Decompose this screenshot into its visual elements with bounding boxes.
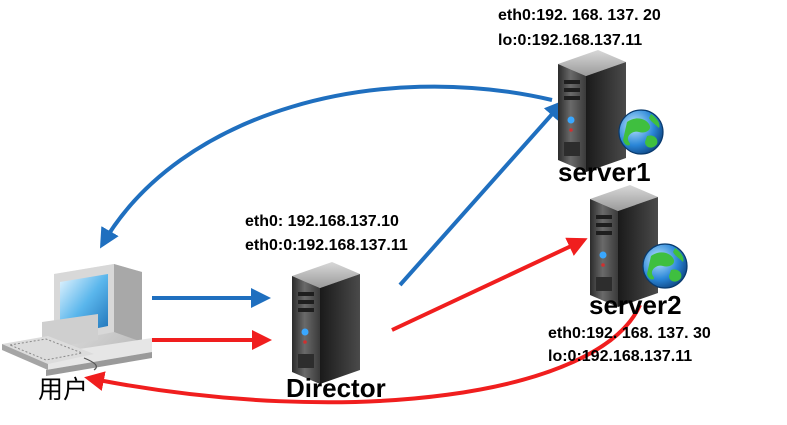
server1-lo0-address: lo:0:192.168.137.11 bbox=[498, 32, 643, 49]
server2-label: server2 bbox=[589, 290, 682, 320]
server1-icon bbox=[558, 50, 626, 172]
server2-globe-icon bbox=[642, 243, 688, 289]
director-eth0-0-address: eth0:0:192.168.137.11 bbox=[245, 237, 408, 254]
director-eth0-address: eth0: 192.168.137.10 bbox=[245, 213, 399, 230]
return-arrow-server1-to-user bbox=[99, 84, 553, 249]
server2-lo0-address: lo:0:192.168.137.11 bbox=[548, 348, 693, 365]
server1-globe-icon bbox=[618, 109, 664, 155]
director-server-icon bbox=[292, 262, 360, 384]
user-computer-icon bbox=[2, 264, 152, 376]
arrow-director-to-server1 bbox=[398, 100, 565, 287]
arrow-director-to-server2 bbox=[391, 237, 588, 332]
server2-eth0-address: eth0:192. 168. 137. 30 bbox=[548, 325, 711, 342]
user-label: 用户 bbox=[38, 375, 89, 404]
server2-icon bbox=[590, 185, 658, 307]
director-label: Director bbox=[286, 373, 386, 403]
server1-label: server1 bbox=[558, 157, 651, 187]
server1-eth0-address: eth0:192. 168. 137. 20 bbox=[498, 7, 661, 24]
return-arrow-server2-to-user bbox=[84, 304, 642, 405]
